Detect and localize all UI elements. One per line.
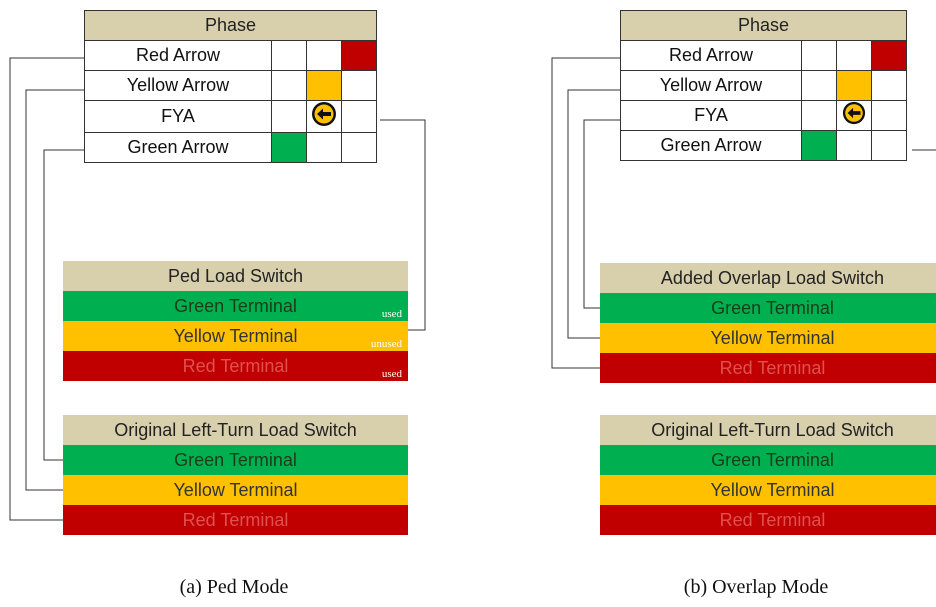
left-turn-yellow-terminal: Yellow Terminal	[63, 475, 408, 505]
unused-note: unused	[370, 338, 402, 350]
phase-table: Phase Red Arrow Yellow Arrow FYA	[620, 10, 907, 161]
green-signal-cell	[271, 132, 307, 163]
left-turn-red-terminal: Red Terminal	[600, 505, 936, 535]
signal-cell	[871, 100, 907, 131]
left-turn-load-switch: Original Left-Turn Load Switch Green Ter…	[600, 415, 936, 535]
signal-cell	[801, 70, 837, 101]
left-turn-red-terminal: Red Terminal	[63, 505, 408, 535]
ped-mode-panel: Phase Red Arrow Yellow Arrow FYA	[9, 10, 426, 598]
overlap-mode-panel: Phase Red Arrow Yellow Arrow FYA	[468, 0, 936, 607]
wiring-lines	[551, 57, 936, 369]
fya-signal-cell	[306, 100, 342, 133]
overlap-yellow-terminal: Yellow Terminal	[600, 323, 936, 353]
signal-cell	[836, 130, 872, 161]
left-turn-green-terminal: Green Terminal	[63, 445, 408, 475]
used-note: used	[381, 368, 402, 380]
phase-table: Phase Red Arrow Yellow Arrow FYA	[84, 10, 377, 163]
caption-overlap-mode: (b) Overlap Mode	[683, 576, 829, 598]
yellow-arrow-wire	[25, 89, 84, 491]
caption-ped-mode: (a) Ped Mode	[179, 576, 289, 598]
ped-red-terminal: Red Terminal used	[63, 351, 408, 381]
left-turn-load-switch: Original Left-Turn Load Switch Green Ter…	[63, 415, 408, 535]
signal-cell	[271, 70, 307, 101]
terminal-label: Yellow Terminal	[173, 326, 298, 346]
fya-signal-cell	[836, 100, 872, 131]
phase-row-green-arrow: Green Arrow	[84, 132, 272, 163]
yellow-arrow-wire	[567, 89, 620, 339]
signal-cell	[341, 132, 377, 163]
fya-wire	[583, 119, 620, 309]
terminal-label: Green Terminal	[174, 296, 297, 316]
fya-wire	[380, 119, 426, 331]
phase-header: Phase	[84, 10, 377, 41]
added-overlap-load-switch: Added Overlap Load Switch Green Terminal…	[600, 263, 936, 383]
phase-header: Phase	[620, 10, 907, 41]
signal-cell	[306, 132, 342, 163]
phase-row-red-arrow: Red Arrow	[620, 40, 802, 71]
signal-cell	[341, 70, 377, 101]
ped-yellow-terminal: Yellow Terminal unused	[63, 321, 408, 351]
ped-load-switch: Ped Load Switch Green Terminal used Yell…	[63, 261, 408, 381]
signal-cell	[871, 130, 907, 161]
red-arrow-wire	[9, 57, 84, 521]
ped-load-switch-title: Ped Load Switch	[63, 261, 408, 291]
phase-row-fya: FYA	[620, 100, 802, 131]
signal-cell	[871, 70, 907, 101]
green-arrow-wire	[43, 149, 84, 461]
red-signal-cell	[871, 40, 907, 71]
overlap-green-terminal: Green Terminal	[600, 293, 936, 323]
signal-cell	[836, 40, 872, 71]
overlap-red-terminal: Red Terminal	[600, 353, 936, 383]
left-turn-load-switch-title: Original Left-Turn Load Switch	[600, 415, 936, 445]
overlap-load-switch-title: Added Overlap Load Switch	[600, 263, 936, 293]
ped-green-terminal: Green Terminal used	[63, 291, 408, 321]
wiring-lines	[9, 57, 426, 521]
left-turn-load-switch-title: Original Left-Turn Load Switch	[63, 415, 408, 445]
flashing-yellow-arrow-icon	[312, 102, 336, 126]
red-arrow-wire	[551, 57, 620, 369]
flashing-yellow-arrow-icon	[842, 101, 866, 125]
signal-cell	[801, 100, 837, 131]
used-note: used	[381, 308, 402, 320]
red-signal-cell	[341, 40, 377, 71]
phase-row-yellow-arrow: Yellow Arrow	[84, 70, 272, 101]
phase-row-green-arrow: Green Arrow	[620, 130, 802, 161]
left-turn-green-terminal: Green Terminal	[600, 445, 936, 475]
terminal-label: Red Terminal	[182, 356, 289, 376]
left-turn-yellow-terminal: Yellow Terminal	[600, 475, 936, 505]
